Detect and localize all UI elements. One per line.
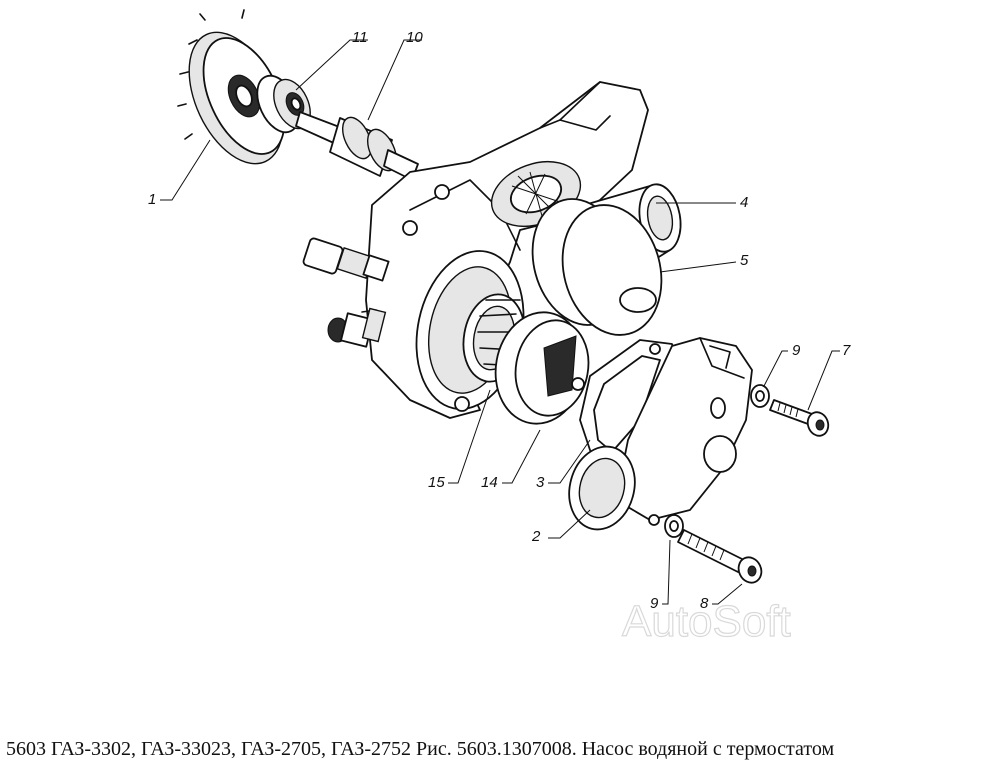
washer-upper-part (750, 384, 770, 408)
leader-lines (160, 39, 840, 605)
callout-15: 15 (428, 474, 445, 491)
thermostat-cover-part (568, 337, 753, 531)
callout-1: 1 (148, 191, 156, 208)
figure-caption: 5603 ГАЗ-3302, ГАЗ-33023, ГАЗ-2705, ГАЗ-… (6, 738, 835, 760)
shaft-bearing-part (295, 111, 419, 181)
callout-9-upper: 9 (792, 342, 801, 359)
callout-7: 7 (842, 342, 851, 359)
callout-3: 3 (536, 474, 545, 491)
temperature-sensor (302, 237, 390, 282)
callout-11: 11 (352, 29, 368, 46)
temperature-gauge-sensor (327, 307, 387, 348)
bolt-upper-part (769, 399, 830, 437)
callout-4: 4 (740, 194, 748, 211)
thermostat-ring-part (494, 311, 590, 425)
callout-14: 14 (481, 474, 498, 491)
callout-5: 5 (740, 252, 749, 269)
callout-9-lower: 9 (650, 595, 659, 612)
watermark: AutoSoft (622, 597, 791, 646)
callout-8: 8 (700, 595, 709, 612)
callout-10: 10 (406, 29, 423, 46)
callout-2: 2 (531, 528, 541, 545)
cover-disc-part (531, 198, 663, 336)
washer-lower-part (664, 514, 684, 538)
gasket-part (579, 339, 677, 471)
bolt-lower-part (677, 529, 763, 584)
